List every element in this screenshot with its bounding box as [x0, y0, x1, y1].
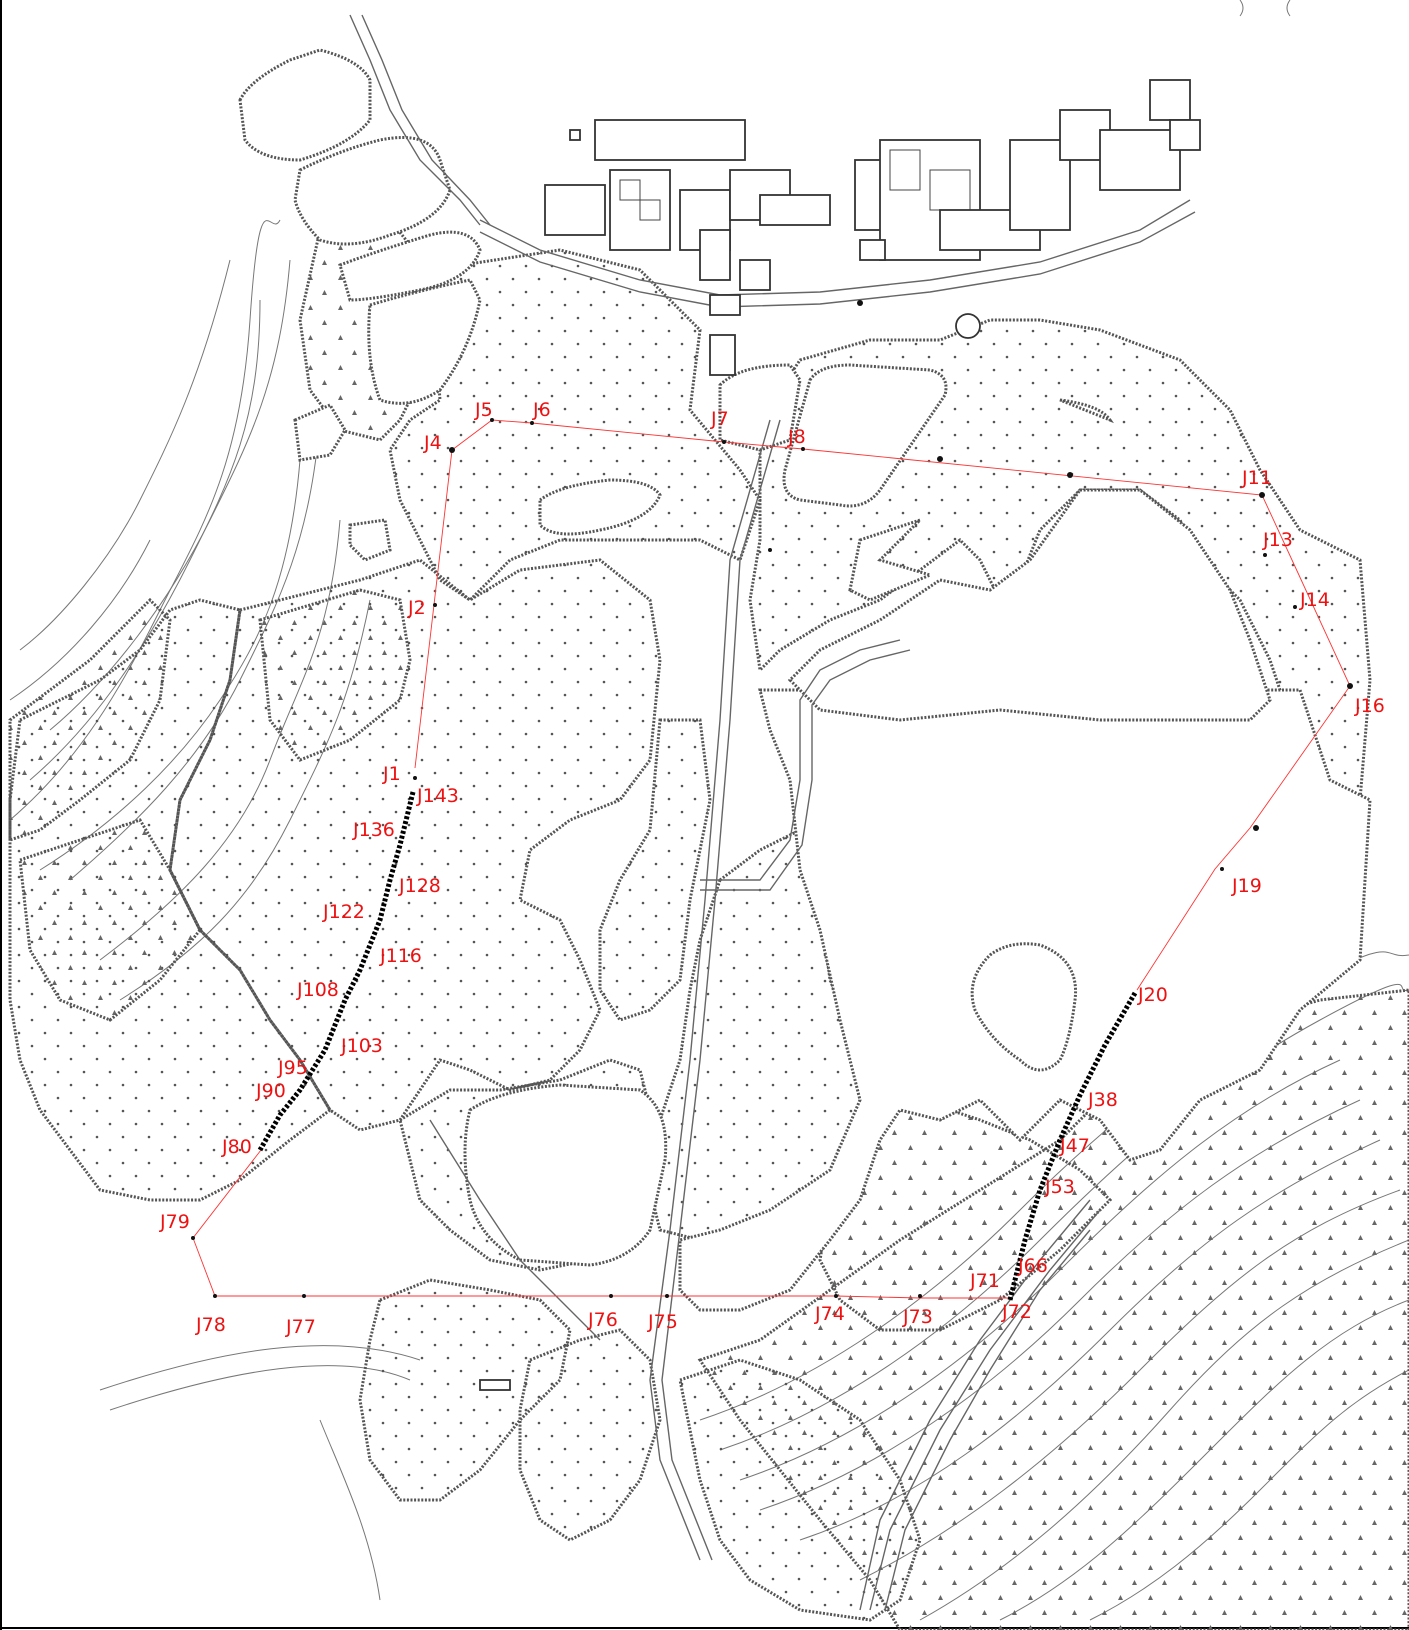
- label-J6: J6: [532, 399, 551, 421]
- fields-and-ponds: [238, 48, 1372, 1312]
- label-J128: J128: [398, 875, 441, 897]
- label-J143: J143: [416, 785, 459, 807]
- point-labels: J1 J2 J4 J5 J6 J7 J8 J11 J13 J14 J16 J19…: [159, 399, 1385, 1338]
- label-J5: J5: [474, 399, 493, 421]
- stake-line-west: [257, 791, 416, 1152]
- label-J103: J103: [340, 1035, 383, 1057]
- label-J7: J7: [710, 408, 729, 430]
- village-buildings: [479, 79, 1201, 1391]
- label-J90: J90: [255, 1080, 286, 1102]
- label-J4: J4: [423, 432, 442, 454]
- label-J77: J77: [285, 1316, 316, 1338]
- label-J38: J38: [1087, 1089, 1118, 1111]
- label-J95: J95: [277, 1057, 308, 1079]
- label-J47: J47: [1059, 1135, 1090, 1157]
- label-J122: J122: [322, 901, 365, 923]
- label-J80: J80: [221, 1136, 252, 1158]
- roads: [349, 14, 1196, 1611]
- label-J2: J2: [407, 597, 426, 619]
- label-J73: J73: [902, 1306, 933, 1328]
- label-J20: J20: [1137, 984, 1168, 1006]
- label-J66: J66: [1017, 1255, 1048, 1277]
- label-J19: J19: [1231, 875, 1262, 897]
- label-J1: J1: [382, 763, 401, 785]
- survey-points: [191, 300, 1353, 1298]
- label-J74: J74: [814, 1303, 845, 1325]
- label-J108: J108: [296, 979, 339, 1001]
- stake-line-east: [1007, 991, 1138, 1301]
- label-J76: J76: [587, 1309, 618, 1331]
- label-J136: J136: [352, 819, 395, 841]
- land-parcels: [8, 218, 1409, 1630]
- label-J79: J79: [159, 1211, 190, 1233]
- label-J53: J53: [1044, 1176, 1075, 1198]
- label-J71: J71: [969, 1270, 1000, 1292]
- label-J14: J14: [1299, 589, 1330, 611]
- label-J78: J78: [195, 1314, 226, 1336]
- label-J11: J11: [1241, 467, 1272, 489]
- label-J8: J8: [787, 426, 806, 448]
- label-J13: J13: [1262, 529, 1293, 551]
- label-J16: J16: [1354, 695, 1385, 717]
- label-J116: J116: [379, 945, 422, 967]
- label-J72: J72: [1001, 1301, 1032, 1323]
- label-J75: J75: [647, 1311, 678, 1333]
